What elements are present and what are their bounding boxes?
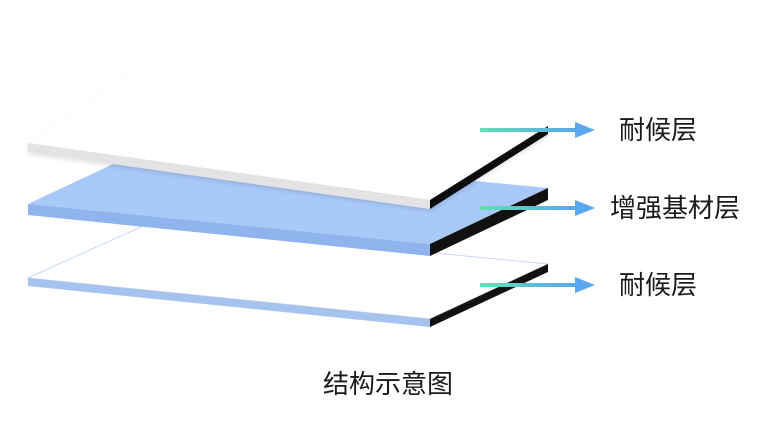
- bottom-layer-front-edge: [28, 278, 430, 327]
- label-middle-layer: 增强基材层: [610, 194, 741, 224]
- arrow-middle: [480, 200, 595, 216]
- diagram-caption: 结构示意图: [322, 370, 453, 400]
- top-layer-side-edge: [430, 126, 548, 209]
- label-top-layer: 耐候层: [619, 116, 698, 146]
- bottom-weather-layer: [26, 224, 550, 327]
- bottom-layer-side-edge: [430, 264, 548, 327]
- label-bottom-layer: 耐候层: [619, 271, 698, 301]
- arrow-top: [480, 122, 595, 138]
- arrow-bottom: [480, 277, 595, 293]
- top-layer-top-face: [28, 64, 548, 200]
- arrow-head-icon: [575, 277, 595, 293]
- top-layer-front-edge: [28, 143, 430, 209]
- middle-layer-top-face: [28, 149, 548, 244]
- middle-layer-front-edge: [28, 204, 430, 256]
- top-weather-layer: [28, 64, 548, 209]
- arrow-head-icon: [575, 122, 595, 138]
- middle-layer-side-edge: [430, 188, 548, 256]
- arrow-head-icon: [575, 200, 595, 216]
- middle-reinforcement-layer: [28, 149, 548, 256]
